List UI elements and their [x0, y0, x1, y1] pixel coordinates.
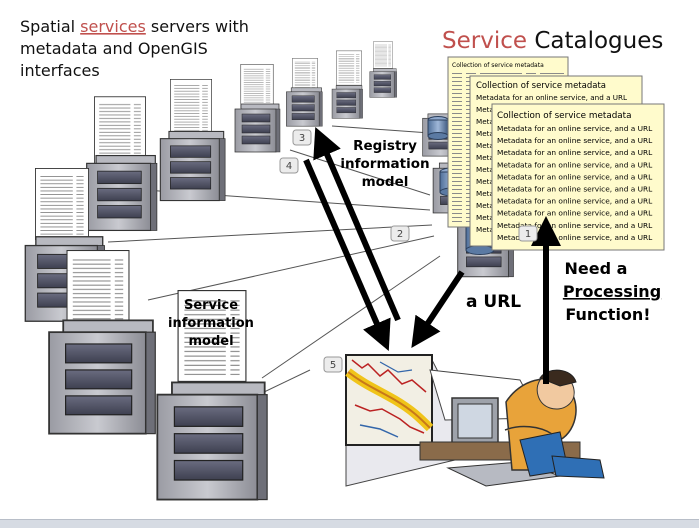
svg-text:1: 1 — [525, 229, 531, 240]
window-bottom-bar — [0, 519, 699, 528]
svg-text:2: 2 — [397, 229, 403, 240]
server-stack-mid-2 — [159, 79, 226, 202]
svg-text:Function!: Function! — [565, 305, 650, 324]
services-link[interactable]: services — [80, 17, 146, 36]
metadata-row: Metadata for an online service, and a UR… — [497, 148, 653, 157]
registry-information-model-label: Registry information model — [340, 138, 429, 190]
metadata-row: Metadata for an online service, and a UR… — [497, 233, 653, 242]
svg-text:Collection of service metadata: Collection of service metadata — [452, 62, 544, 69]
catalogue-note-front: Collection of service metadata Metadata … — [491, 103, 665, 251]
metadata-row: Metadata for an online service, and a UR… — [497, 172, 653, 181]
svg-text:interfaces: interfaces — [20, 61, 100, 80]
step-marker-1: 1 — [518, 225, 538, 242]
arrow-registry-to-user — [303, 158, 391, 352]
server-stack-far-3 — [286, 58, 323, 127]
metadata-row: Metadata for an online service, and a UR… — [497, 221, 653, 230]
svg-text:information: information — [340, 156, 429, 172]
svg-text:Registry: Registry — [353, 138, 417, 154]
computer-user-illustration — [345, 354, 605, 487]
service-information-model-label: Service information model — [168, 298, 254, 349]
svg-text:Collection of service metadata: Collection of service metadata — [497, 111, 632, 121]
step-marker-3: 3 — [292, 129, 312, 146]
svg-text:Spatial services servers with: Spatial services servers with — [20, 17, 249, 36]
metadata-row: Metadata for an online service, and a UR… — [497, 185, 653, 194]
metadata-row: Metadata for an online service, and a UR… — [497, 209, 653, 218]
svg-text:3: 3 — [299, 133, 305, 144]
svg-text:4: 4 — [286, 161, 292, 172]
flow-arrows — [303, 126, 561, 384]
url-label: a URL — [466, 292, 521, 312]
metadata-row: Metadata for an online service, and a UR… — [497, 197, 653, 206]
svg-text:5: 5 — [330, 360, 336, 371]
step-marker-2: 2 — [390, 225, 410, 242]
arrow-url-to-user — [411, 270, 465, 348]
server-stack-far-2 — [331, 50, 363, 119]
server-stack-mid-3 — [86, 96, 158, 232]
need-processing-function-label: Need a Processing Function! — [563, 259, 661, 324]
server-stack-mid-1 — [234, 64, 281, 153]
catalogue-server-top — [422, 113, 463, 157]
metadata-row: Metadata for an online service, and a UR… — [497, 136, 653, 145]
step-marker-4: 4 — [279, 157, 299, 174]
metadata-row: Metadata for an online service, and a UR… — [476, 93, 627, 102]
svg-text:information: information — [168, 316, 254, 331]
svg-text:Processing: Processing — [563, 282, 661, 301]
arrow-query-to-registry — [313, 126, 401, 322]
svg-text:Service Catalogues: Service Catalogues — [442, 28, 663, 54]
service-catalogues-title: Service Catalogues — [442, 28, 663, 54]
step-marker-5: 5 — [323, 356, 343, 373]
metadata-row: Metadata for an online service, and a UR… — [497, 124, 653, 133]
slide-heading: Spatial services servers with metadata a… — [20, 17, 249, 80]
svg-text:metadata and OpenGIS: metadata and OpenGIS — [20, 39, 208, 58]
svg-text:model: model — [188, 334, 233, 349]
svg-text:Need a: Need a — [565, 259, 628, 278]
svg-text:Service: Service — [184, 298, 238, 313]
server-stack-far-1 — [369, 41, 398, 98]
svg-text:Collection of service metadata: Collection of service metadata — [476, 81, 606, 91]
metadata-row: Metadata for an online service, and a UR… — [497, 160, 653, 169]
svg-text:model: model — [362, 174, 409, 190]
